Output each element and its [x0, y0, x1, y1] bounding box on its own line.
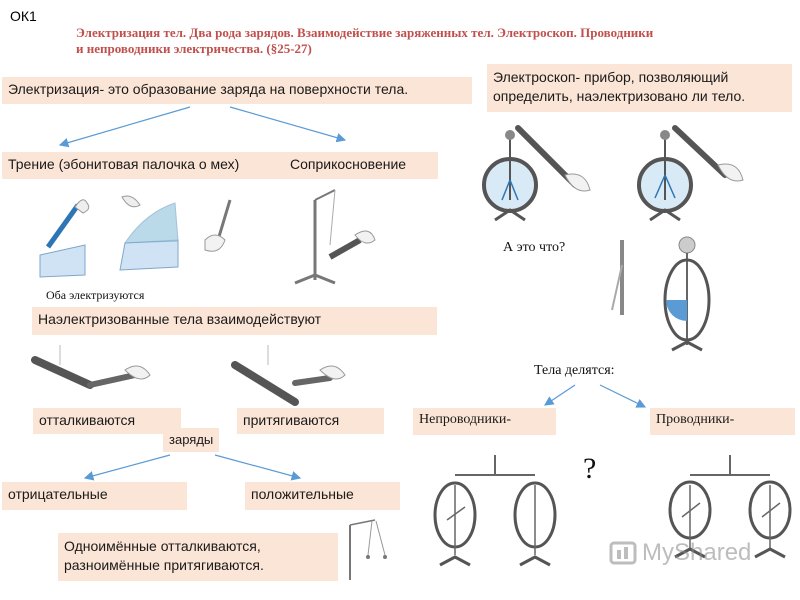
charge-rule: Одноимённые отталкиваются, разноимённые …: [58, 533, 338, 581]
arrow-to-contact: [230, 107, 345, 140]
arrow-to-friction: [60, 107, 190, 145]
watermark-icon: [608, 538, 638, 568]
attract-label: притягиваются: [237, 408, 384, 434]
conductors-label: Проводники-: [650, 408, 795, 435]
watermark: MyShared: [608, 538, 751, 568]
friction-label: Трение (эбонитовая палочка о мех): [2, 152, 284, 179]
pendulum-illustration: [340, 515, 400, 585]
arrow-to-negative: [85, 455, 170, 478]
question-mark: ?: [583, 452, 596, 486]
what-is-it-label: А это что?: [503, 240, 565, 256]
friction-illustrations: [30, 185, 410, 290]
repel-label: отталкиваются: [33, 408, 181, 434]
electrometer-illustration: [600, 235, 710, 365]
bodies-divided-label: Тела делятся:: [534, 363, 615, 379]
charges-label: заряды: [163, 428, 219, 452]
rods-illustrations: [30, 340, 370, 410]
electroscope-illustrations: [470, 120, 800, 230]
interaction-title: Наэлектризованные тела взаимодействуют: [32, 307, 437, 335]
arrow-to-positive: [215, 455, 300, 478]
nonconductors-label: Непроводники-: [413, 408, 556, 435]
charge-rule-line-1: Одноимённые отталкиваются,: [64, 537, 332, 556]
positive-label: положительные: [245, 482, 400, 510]
charge-rule-line-2: разноимённые притягиваются.: [64, 556, 332, 575]
contact-label: Соприкосновение: [284, 152, 438, 179]
watermark-text: MyShared: [642, 539, 751, 567]
arrow-to-conductors: [600, 385, 645, 407]
nonconductor-electroscopes: [425, 445, 565, 575]
arrow-to-nonconductors: [545, 385, 575, 405]
both-electrified-label: Оба электризуются: [46, 288, 144, 303]
negative-label: отрицательные: [2, 482, 187, 510]
